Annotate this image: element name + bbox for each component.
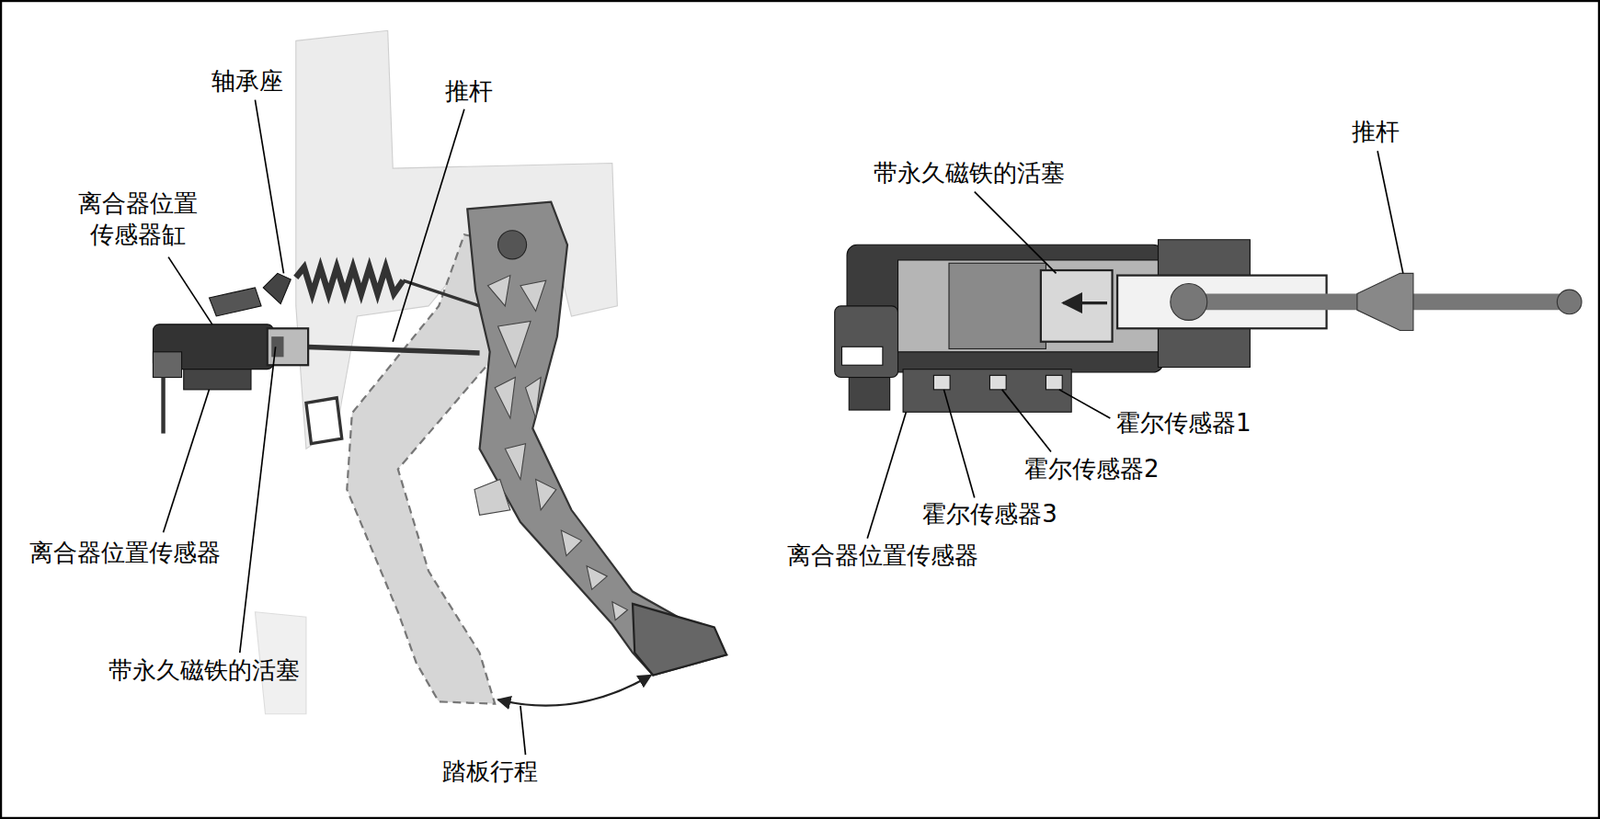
leader-line [1059,389,1110,419]
part-label: 带永久磁铁的活塞 [108,655,300,687]
leader-line [1377,150,1404,274]
leader-line [520,706,526,755]
motion-arrow [1062,301,1108,305]
bellows [296,267,404,295]
leader-line [240,346,276,653]
part-label: 轴承座 [211,66,284,98]
connector [834,306,899,378]
part-label: 离合器位置传感器 [787,540,979,572]
pedal-pivot [498,230,527,260]
part-label: 推杆 [445,76,493,108]
leader-lines [163,100,1404,755]
hall-sensor [933,375,950,390]
push-rod [300,346,480,354]
pedal-holes [474,275,628,621]
leader-line [943,389,974,499]
hall-sensor [989,375,1006,390]
travel-arc [498,675,652,707]
magnet-piston [1040,270,1113,343]
hose-fitting [208,287,262,317]
magnet-piston [271,336,284,357]
leader-line [254,100,284,275]
bracket-frame [306,398,343,445]
bearing-seat [262,273,291,304]
rod-ball [1170,283,1208,320]
connector-base [848,377,890,412]
piston [948,262,1046,349]
part-label: 踏板行程 [442,756,538,789]
leader-line [974,192,1057,275]
leader-line [1002,389,1052,453]
hall-sensor [1045,375,1063,390]
leader-line [168,257,213,325]
part-label: 推杆 [1351,116,1400,149]
position-sensor [902,369,1072,413]
part-label: 离合器位置传感器 [29,537,221,570]
connector [152,352,182,378]
position-sensor [183,369,252,390]
clutch-pedal [467,202,727,676]
part-label: 霍尔传感器3 [922,499,1058,531]
rod-collar [1357,273,1414,331]
part-label: 带永久磁铁的活塞 [873,158,1065,190]
part-label: 离合器位置 传感器缸 [74,188,202,252]
leader-line [163,389,210,533]
wire [160,377,165,435]
rod-end [1556,289,1582,315]
part-label: 霍尔传感器2 [1024,454,1160,486]
leader-line [392,109,465,343]
connector-slot [841,346,882,366]
bellows-rod [402,280,480,307]
part-label: 霍尔传感器1 [1116,408,1252,440]
pedal-pad [632,604,727,676]
leader-line [867,411,906,539]
